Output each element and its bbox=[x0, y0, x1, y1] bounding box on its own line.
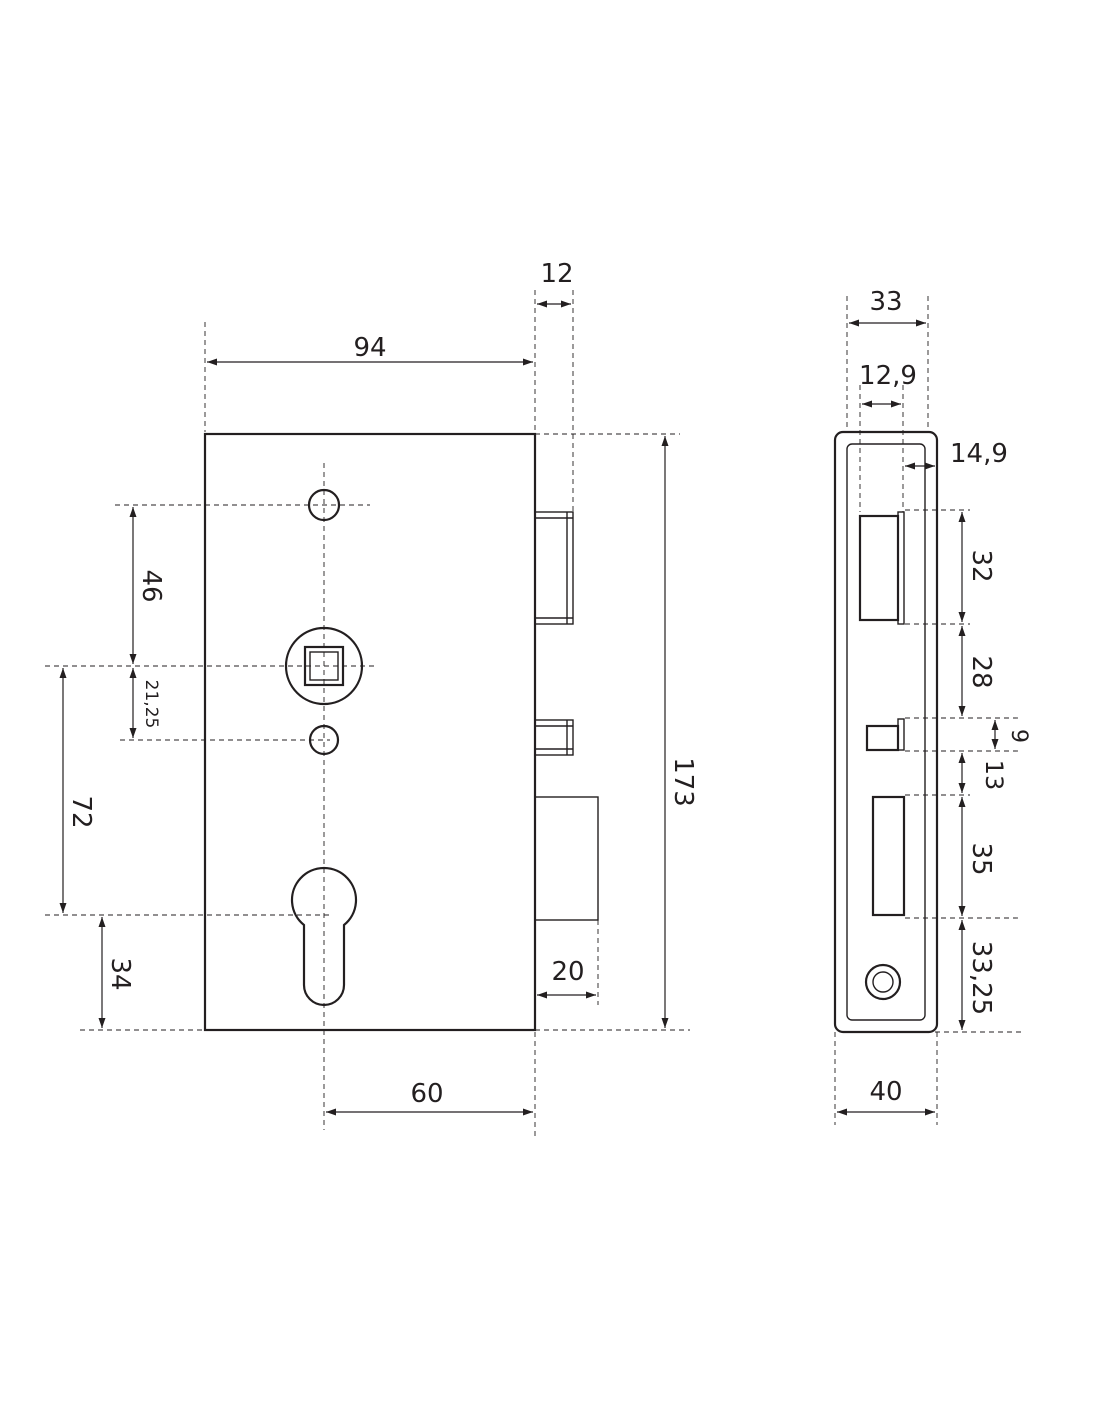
small-bolt bbox=[534, 719, 574, 756]
dim-label-72: 72 bbox=[66, 795, 96, 828]
side-deadbolt bbox=[871, 795, 906, 917]
dim-small-bolt-to-deadbolt: 13 bbox=[958, 753, 1008, 793]
dim-label-12-9: 12,9 bbox=[859, 361, 917, 391]
dim-deadbolt-projection: 20 bbox=[537, 957, 596, 999]
dim-label-21-25: 21,25 bbox=[141, 680, 161, 729]
dim-label-60: 60 bbox=[410, 1079, 443, 1109]
dim-label-94: 94 bbox=[353, 333, 386, 363]
dim-label-14-9: 14,9 bbox=[950, 439, 1008, 469]
dim-label-12: 12 bbox=[540, 259, 573, 289]
dim-label-35: 35 bbox=[966, 842, 996, 875]
faceplate-screw bbox=[864, 963, 902, 1001]
dim-side-overall-width: 33 bbox=[849, 287, 926, 327]
upper-screw-hole bbox=[307, 488, 341, 522]
dim-label-40: 40 bbox=[869, 1077, 902, 1107]
front-extension-lines bbox=[45, 290, 690, 1140]
dim-label-9: 9 bbox=[1006, 729, 1031, 743]
front-view: 94 12 173 46 21,25 72 34 20 bbox=[45, 259, 698, 1140]
faceplate-inner bbox=[846, 443, 926, 1021]
dim-backset: 60 bbox=[326, 1079, 533, 1116]
dim-bolt-projection: 12 bbox=[537, 259, 574, 308]
dim-label-13: 13 bbox=[980, 760, 1008, 791]
side-view: 33 12,9 14,9 32 28 9 13 35 bbox=[833, 287, 1031, 1125]
dim-front-width: 94 bbox=[207, 333, 533, 366]
dim-spindle-to-cylinder: 72 bbox=[59, 668, 96, 913]
side-latch-bolt bbox=[858, 511, 905, 625]
dim-spindle-to-lower-hole: 21,25 bbox=[129, 668, 161, 738]
latch-bolt bbox=[534, 511, 574, 625]
faceplate-outline bbox=[833, 430, 939, 1034]
lower-screw-hole bbox=[308, 724, 340, 756]
dim-edge-offset: 14,9 bbox=[905, 439, 1008, 470]
dim-label-32: 32 bbox=[966, 549, 996, 582]
dim-latch-to-small-bolt: 28 bbox=[958, 626, 996, 716]
dim-cylinder-to-bottom: 34 bbox=[98, 917, 135, 1028]
euro-cylinder-cutout bbox=[290, 866, 358, 1007]
dim-label-28: 28 bbox=[966, 655, 996, 688]
dim-latch-offset: 12,9 bbox=[859, 361, 917, 408]
dim-label-33-25: 33,25 bbox=[966, 941, 996, 1015]
dim-label-46: 46 bbox=[136, 569, 166, 602]
dim-upper-hole-to-spindle: 46 bbox=[129, 507, 166, 664]
dim-label-173: 173 bbox=[668, 757, 698, 807]
dim-side-deadbolt-height: 35 bbox=[958, 797, 996, 916]
deadbolt bbox=[534, 796, 599, 921]
dim-small-bolt-height: 9 bbox=[991, 720, 1031, 749]
side-small-bolt bbox=[865, 718, 905, 752]
lock-case-outline bbox=[203, 432, 537, 1032]
dim-label-20: 20 bbox=[551, 957, 584, 987]
dim-faceplate-width: 40 bbox=[837, 1077, 935, 1116]
dim-side-latch-height: 32 bbox=[958, 512, 996, 622]
dim-label-34: 34 bbox=[105, 957, 135, 990]
dim-front-height: 173 bbox=[661, 436, 698, 1028]
spindle-hub bbox=[284, 626, 364, 706]
dim-side-cylinder-to-bottom: 33,25 bbox=[958, 920, 996, 1030]
dim-label-33: 33 bbox=[869, 287, 902, 317]
